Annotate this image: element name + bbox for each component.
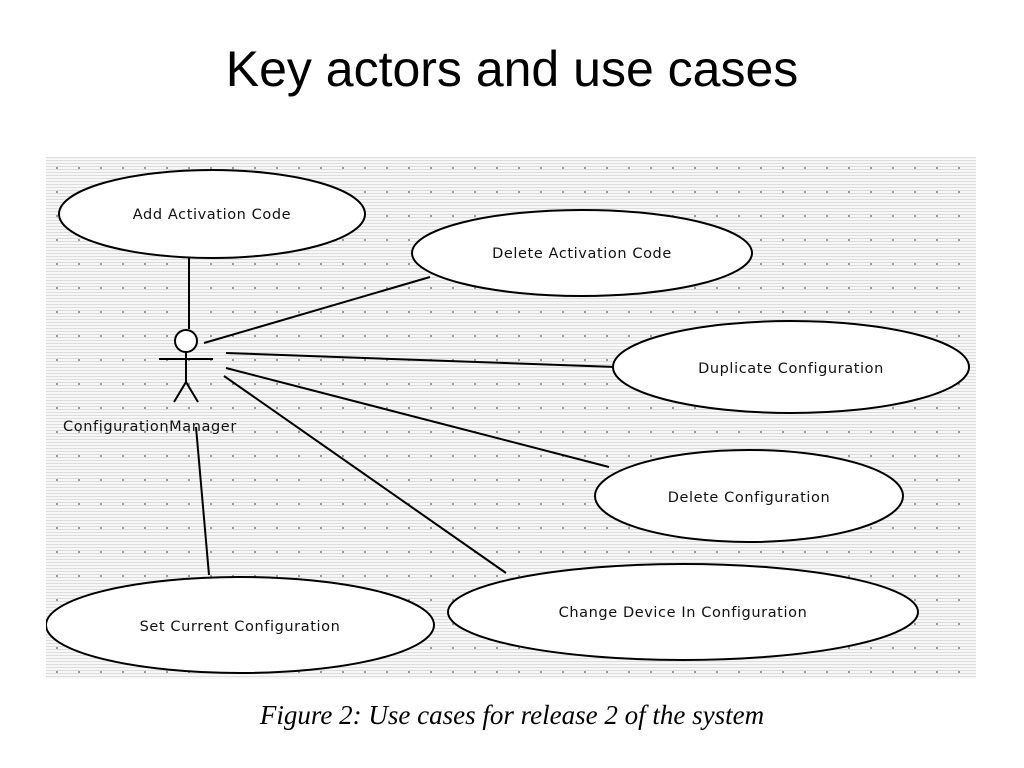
use-case-delete-configuration bbox=[594, 449, 904, 543]
use-case-add-activation-code bbox=[58, 169, 366, 259]
actor-label: ConfigurationManager bbox=[63, 419, 237, 435]
association-line-change-device-in-configuration bbox=[223, 375, 507, 574]
use-case-delete-activation-code bbox=[411, 209, 753, 297]
use-case-label-add-activation-code: Add Activation Code bbox=[133, 207, 291, 223]
figure-caption: Figure 2: Use cases for release 2 of the… bbox=[259, 700, 765, 730]
use-case-set-current-configuration bbox=[46, 576, 435, 674]
use-case-label-change-device-in-configuration: Change Device In Configuration bbox=[559, 605, 808, 621]
slide-title: Key actors and use cases bbox=[225, 41, 799, 97]
use-case-label-set-current-configuration: Set Current Configuration bbox=[140, 619, 341, 635]
use-case-change-device-in-configuration bbox=[447, 563, 919, 661]
use-case-duplicate-configuration bbox=[612, 320, 970, 414]
association-line-delete-activation-code bbox=[203, 276, 431, 344]
association-line-duplicate-configuration bbox=[225, 352, 617, 368]
use-case-label-duplicate-configuration: Duplicate Configuration bbox=[698, 361, 884, 377]
use-case-diagram: ConfigurationManager Add Activation Code… bbox=[46, 157, 976, 679]
diagram-canvas: ConfigurationManager Add Activation Code… bbox=[46, 157, 976, 679]
use-case-label-delete-activation-code: Delete Activation Code bbox=[492, 246, 672, 262]
use-case-label-delete-configuration: Delete Configuration bbox=[668, 490, 831, 506]
stick-figure-icon bbox=[159, 329, 213, 403]
association-line-delete-configuration bbox=[225, 367, 610, 468]
association-line-set-current-configuration bbox=[195, 426, 210, 576]
